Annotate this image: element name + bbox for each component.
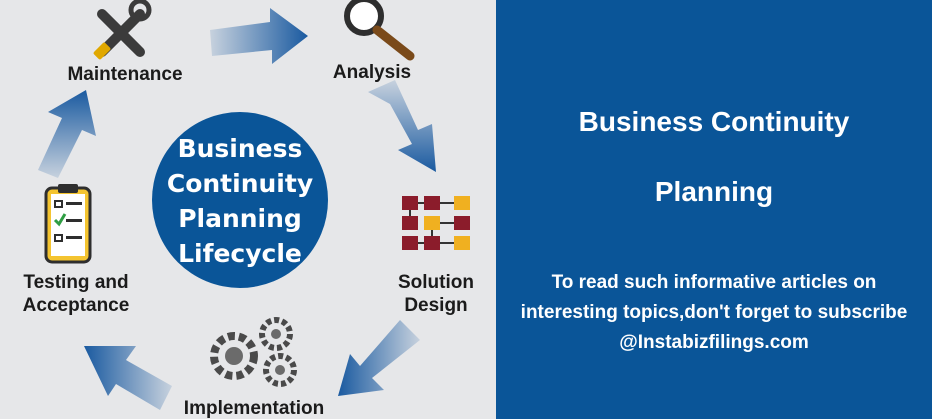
panel-body-line3: @Instabizfilings.com xyxy=(619,332,809,353)
arrow-analysis-to-solution xyxy=(368,80,436,172)
stage-label-solution-line2: Design xyxy=(404,295,467,316)
info-panel: Business Continuity Planning To read suc… xyxy=(496,0,932,419)
lifecycle-svg: Business Continuity Planning Lifecycle xyxy=(23,0,474,419)
center-line-3: Planning xyxy=(178,204,302,233)
lifecycle-diagram: Business Continuity Planning Lifecycle xyxy=(0,0,496,419)
center-line-4: Lifecycle xyxy=(178,239,302,268)
tools-icon xyxy=(93,0,152,60)
clipboard-checklist-icon xyxy=(44,184,92,264)
stage-label-solution-line1: Solution xyxy=(398,272,474,293)
center-line-2: Continuity xyxy=(167,169,313,198)
magnifier-icon xyxy=(344,0,415,61)
gears-icon xyxy=(210,317,297,387)
flowchart-grid-icon xyxy=(402,196,470,250)
stage-label-implementation: Implementation xyxy=(184,398,324,419)
arrow-maintenance-to-analysis xyxy=(210,8,308,64)
stage-label-testing-line2: Acceptance xyxy=(23,295,130,316)
stage-label-testing-line1: Testing and xyxy=(23,272,128,293)
panel-title-line1: Business Continuity xyxy=(578,106,850,137)
arrow-testing-to-maintenance xyxy=(38,90,96,178)
arrow-implementation-to-testing xyxy=(84,346,172,410)
stage-label-analysis: Analysis xyxy=(333,62,411,83)
panel-title-line2: Planning xyxy=(654,176,774,207)
panel-body-line1: To read such informative articles on xyxy=(551,272,877,293)
stage-label-maintenance: Maintenance xyxy=(67,64,182,85)
arrow-solution-to-implementation xyxy=(338,320,420,396)
panel-body-line2: interesting topics,don't forget to subsc… xyxy=(520,302,908,323)
center-line-1: Business xyxy=(178,134,303,163)
center-circle xyxy=(152,112,328,288)
